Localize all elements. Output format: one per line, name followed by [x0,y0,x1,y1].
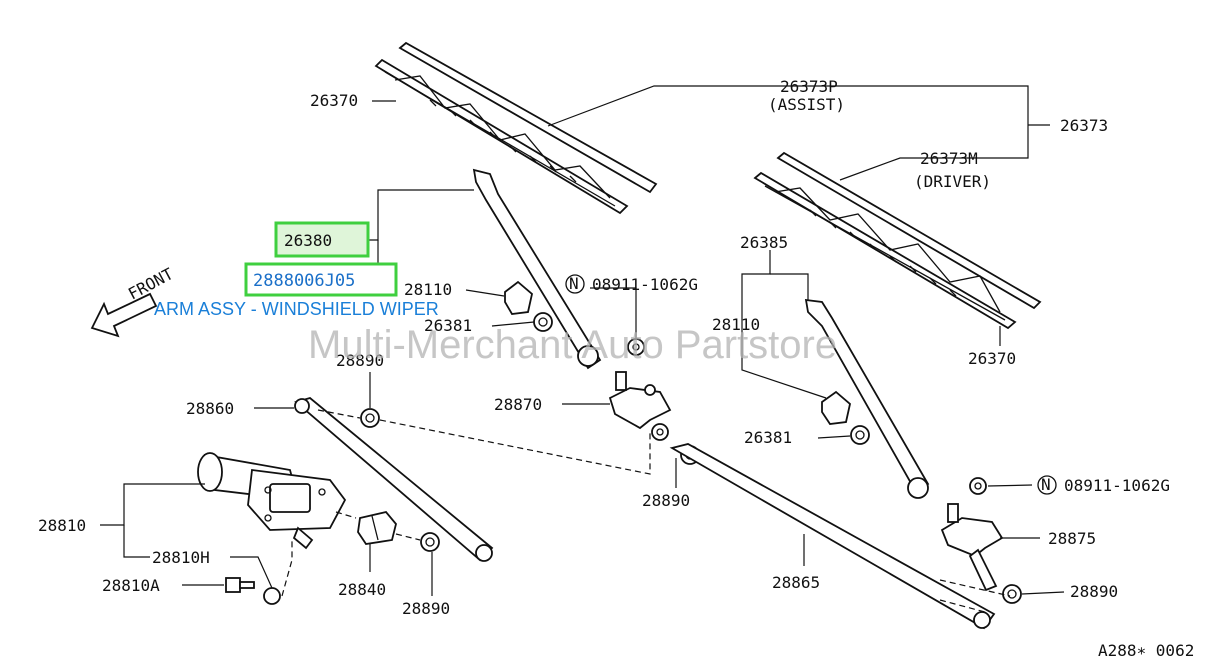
drawing-code: A288∗ 0062 [1098,641,1194,660]
label-driver: (DRIVER) [914,172,991,191]
label-26373: 26373 [1060,116,1108,135]
label-28890-right: 28890 [1070,582,1118,601]
label-28875: 28875 [1048,529,1096,548]
bushing-28890-bottom[interactable] [420,532,440,552]
label-28810: 28810 [38,516,86,535]
label-26380: 26380 [284,231,332,250]
wiper-arm-right[interactable] [804,298,930,499]
label-28865: 28865 [772,573,820,592]
bushing-28890-right[interactable] [1002,584,1022,604]
pivot-28870[interactable] [608,371,672,430]
arm-cap-right[interactable] [821,390,851,425]
bolt-28810a[interactable] [225,577,281,605]
nut-08911-right[interactable] [969,477,987,495]
highlight-ref-26380[interactable]: 26380 [274,221,370,258]
link-rod-28860[interactable] [294,397,494,562]
n-symbol-right: N [1041,475,1051,494]
nut-symbol-left: N [565,274,585,294]
dash-linkage-motor [335,511,421,541]
part-description: ARM ASSY - WINDSHIELD WIPER [154,299,439,319]
label-08911-left: 08911-1062G [592,275,698,294]
pivot-28875[interactable] [940,503,1004,592]
highlight-part-number[interactable]: 2888006J05 [244,262,398,297]
nut-08911-left[interactable] [627,338,645,356]
dash-linkage-top [317,409,651,475]
label-26370-top: 26370 [310,91,358,110]
nut-26381-right[interactable] [850,425,870,445]
label-28110-right: 28110 [712,315,760,334]
n-symbol-left: N [569,274,579,293]
bushing-28890-top[interactable] [360,408,380,428]
wiper-blade-assist[interactable] [374,41,658,215]
wiper-arm-left[interactable] [472,168,602,370]
label-28810a: 28810A [102,576,160,595]
label-28870: 28870 [494,395,542,414]
label-26373p: 26373P [780,77,838,96]
watermark: Multi-Merchant Auto Partstore [308,323,837,367]
label-26381-right: 26381 [744,428,792,447]
leader-lines [100,85,1065,596]
label-28890-top: 28890 [336,351,384,370]
label-28840: 28840 [338,580,386,599]
wiper-motor-28810[interactable] [197,452,347,550]
label-26381-left: 26381 [424,316,472,335]
label-26370-right: 26370 [968,349,1016,368]
label-28110-left: 28110 [404,280,452,299]
label-26385: 26385 [740,233,788,252]
arm-cap-left[interactable] [504,280,533,315]
label-28890-bottom: 28890 [402,599,450,618]
nut-symbol-right: N [1037,475,1057,495]
link-rod-28865[interactable] [669,443,1011,630]
label-28810h: 28810H [152,548,210,567]
label-08911-right: 08911-1062G [1064,476,1170,495]
label-26373m: 26373M [920,149,978,168]
dash-bolt [281,540,293,597]
motor-crank-28840[interactable] [357,510,397,545]
wiper-blade-driver[interactable] [753,151,1042,330]
part-number: 2888006J05 [253,271,355,291]
label-28860: 28860 [186,399,234,418]
label-assist: (ASSIST) [768,95,845,114]
label-28890-mid: 28890 [642,491,690,510]
